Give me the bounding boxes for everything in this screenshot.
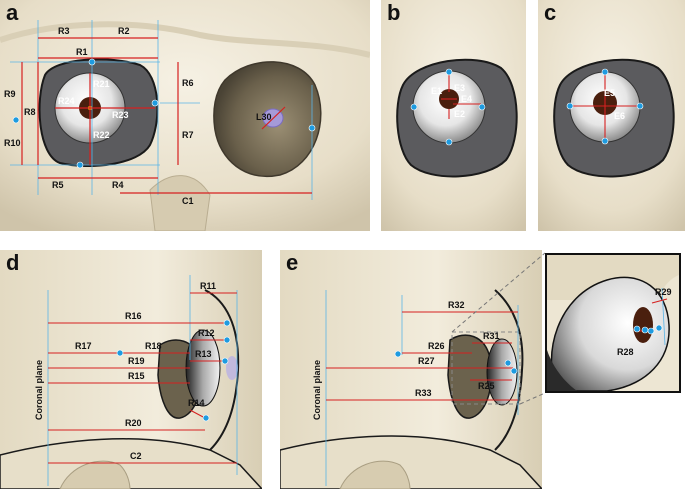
panel-label-c: c [544, 0, 557, 25]
measure-label-r29: R29 [655, 287, 672, 297]
measure-label-e4: E4 [461, 94, 472, 104]
measure-label-r21: R21 [93, 79, 110, 89]
measure-label-r23: R23 [112, 110, 129, 120]
panel-label-a: a [6, 0, 19, 25]
panel-label-e: e [286, 250, 299, 275]
measure-label-e5: E5 [604, 88, 615, 98]
panel-a: R3 R2 R1 R6 R9 R8 R21 R23 R24 R22 R10 R7… [0, 0, 370, 231]
coronal-plane-label-d: Coronal plane [34, 360, 44, 420]
measure-label-e2: E2 [454, 109, 465, 119]
measure-label-r24: R24 [58, 96, 75, 106]
coronal-plane-label-e: Coronal plane [312, 360, 322, 420]
measure-label-r19: R19 [128, 356, 145, 366]
measure-label-r22: R22 [93, 130, 110, 140]
inset-panel: R29 R28 [545, 253, 681, 393]
measure-label-l30: L30 [256, 112, 272, 122]
panel-e: Coronal plane R32 R31 R26 R27 R25 R33 e [280, 250, 542, 489]
measure-label-r9: R9 [4, 89, 16, 99]
measure-label-r14: R14 [188, 398, 205, 408]
measure-label-r8: R8 [24, 107, 36, 117]
inset-illustration: R29 R28 [547, 255, 679, 391]
panel-a-illustration: R3 R2 R1 R6 R9 R8 R21 R23 R24 R22 R10 R7… [0, 0, 370, 231]
measure-label-r7: R7 [182, 130, 194, 140]
measure-label-r3: R3 [58, 26, 70, 36]
panel-label-b: b [387, 0, 401, 25]
panel-c-illustration: E5 E6 [538, 0, 685, 231]
measure-label-r15: R15 [128, 371, 145, 381]
measure-label-r10: R10 [4, 138, 21, 148]
measure-label-r31: R31 [483, 331, 500, 341]
measure-label-r16: R16 [125, 311, 142, 321]
measure-label-r4: R4 [112, 180, 124, 190]
measure-label-r33: R33 [415, 388, 432, 398]
panel-label-d: d [6, 250, 20, 275]
measure-label-r2: R2 [118, 26, 130, 36]
measure-label-e1: E1 [431, 86, 442, 96]
measure-label-r11: R11 [200, 281, 216, 291]
measure-label-r26: R26 [428, 341, 445, 351]
measure-label-r17: R17 [75, 341, 92, 351]
measure-label-r12: R12 [198, 328, 215, 338]
panel-e-illustration: Coronal plane R32 R31 R26 R27 R25 R33 [280, 250, 542, 489]
measure-label-r13: R13 [195, 349, 212, 359]
measure-label-e3: E3 [454, 83, 465, 93]
measure-label-r1: R1 [76, 47, 88, 57]
measure-label-r28: R28 [617, 347, 634, 357]
measure-label-r6: R6 [182, 78, 194, 88]
measure-label-e6: E6 [614, 111, 625, 121]
measure-label-r32: R32 [448, 300, 465, 310]
measure-label-r5: R5 [52, 180, 64, 190]
measure-label-r18: R18 [145, 341, 162, 351]
panel-b: E1 E3 E4 E2 b [381, 0, 526, 231]
panel-d-illustration: Coronal plane R11 R16 R12 R17 R18 R13 R1… [0, 250, 262, 489]
panel-c: E5 E6 c [538, 0, 685, 231]
measure-label-c2: C2 [130, 451, 142, 461]
measure-label-r20: R20 [125, 418, 142, 428]
panel-b-illustration: E1 E3 E4 E2 [381, 0, 526, 231]
measure-label-r25: R25 [478, 381, 495, 391]
measure-label-c1: C1 [182, 196, 194, 206]
panel-d: Coronal plane R11 R16 R12 R17 R18 R13 R1… [0, 250, 262, 489]
measure-label-r27: R27 [418, 356, 435, 366]
